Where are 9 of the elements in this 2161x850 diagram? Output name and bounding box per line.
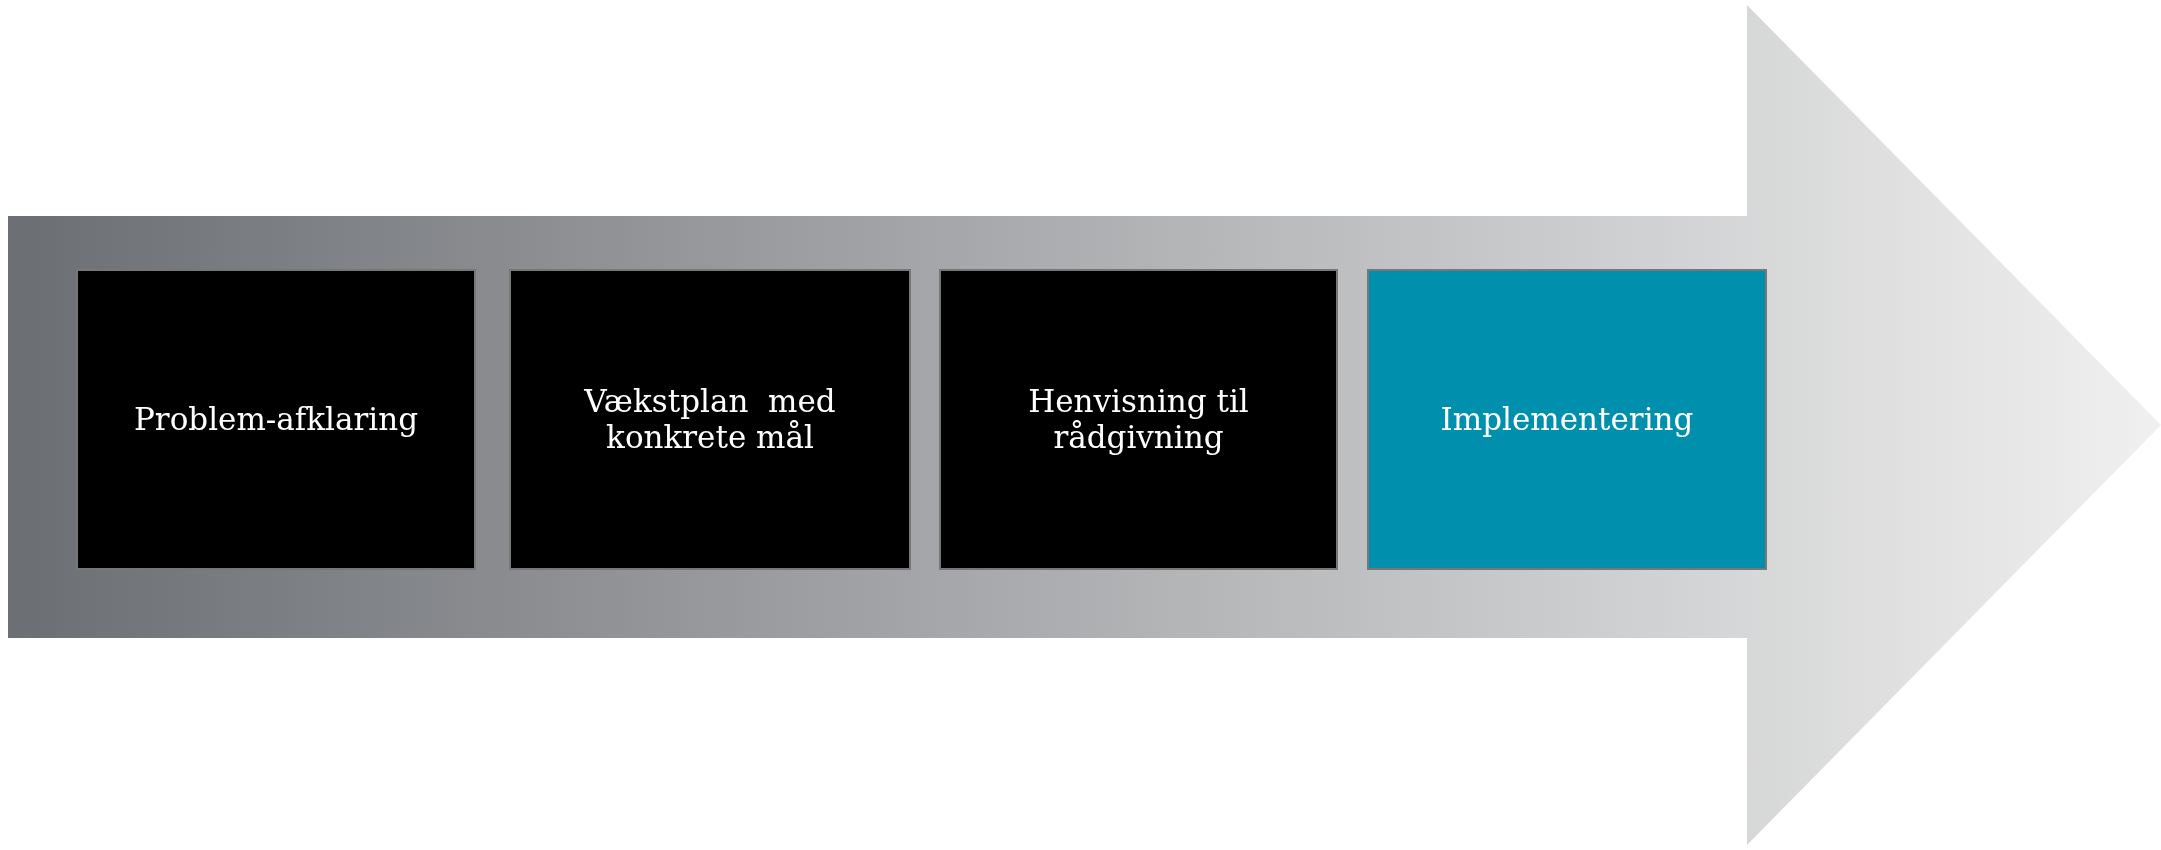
box-label: Henvisning til rådgivning — [1027, 383, 1250, 456]
box-label: Implementering — [1440, 401, 1694, 438]
box-label: Vækstplan med konkrete mål — [583, 383, 837, 456]
process-box — [939, 269, 1338, 570]
box-label: Problem-afklaring — [134, 401, 418, 438]
process-box — [1367, 269, 1767, 570]
process-box — [76, 269, 476, 570]
process-arrow — [8, 5, 2161, 845]
process-box — [509, 269, 911, 570]
